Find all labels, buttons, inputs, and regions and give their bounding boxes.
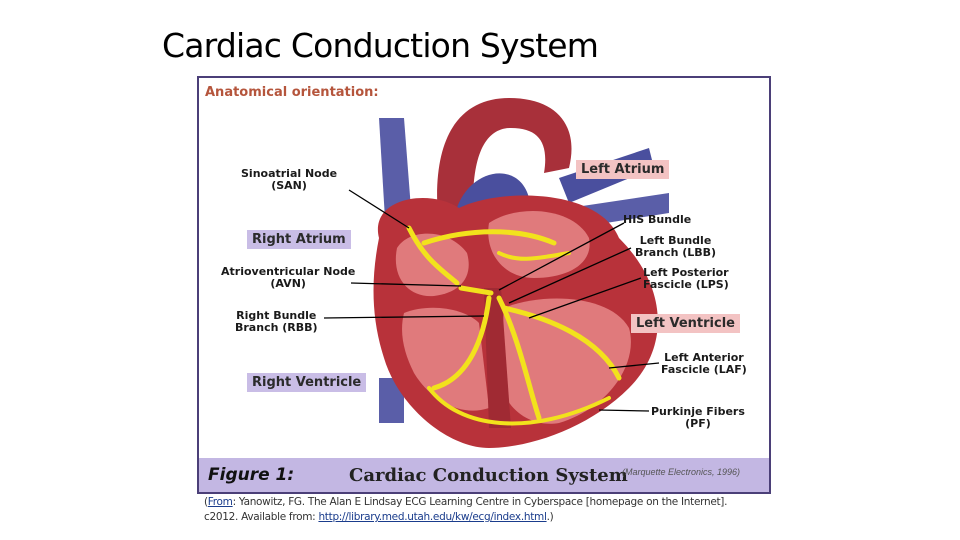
label-pf-line2: (PF) <box>685 417 711 430</box>
figure-caption-bar: Figure 1: Cardiac Conduction System (Mar… <box>199 458 769 492</box>
pointer-laf <box>608 362 660 369</box>
label-his-bundle: HIS Bundle <box>623 213 692 226</box>
orientation-label: Anatomical orientation: <box>205 85 379 100</box>
pointer-lbb <box>508 247 632 304</box>
label-left-anterior-fascicle: Left Anterior Fascicle (LAF) <box>661 352 747 376</box>
figure-caption-title: Cardiac Conduction System <box>349 465 628 486</box>
box-left-ventricle: Left Ventricle <box>631 314 740 333</box>
purkinje-path <box>427 386 611 426</box>
label-avn-line1: Atrioventricular Node <box>221 265 356 278</box>
pointer-san <box>348 189 410 229</box>
pointer-avn <box>350 282 462 287</box>
citation-from-link[interactable]: From <box>207 496 233 508</box>
atrial-pathway-2 <box>421 229 557 246</box>
slide-title: Cardiac Conduction System <box>162 26 599 65</box>
pointer-his <box>498 222 625 291</box>
pointer-lps <box>528 277 642 319</box>
label-left-bundle-branch: Left Bundle Branch (LBB) <box>635 235 716 259</box>
pointer-rbb <box>323 315 485 319</box>
citation-text-2: .) <box>546 511 554 523</box>
label-san-line2: (SAN) <box>271 179 307 192</box>
septum <box>484 288 511 428</box>
atrial-pathway-3 <box>497 251 571 261</box>
label-san-line1: Sinoatrial Node <box>241 167 338 180</box>
citation-url-link[interactable]: http://library.med.utah.edu/kw/ecg/index… <box>318 511 547 523</box>
label-rbb-line1: Right Bundle <box>236 309 317 322</box>
label-lps-line2: Fascicle (LPS) <box>643 278 729 291</box>
label-lps-line1: Left Posterior <box>643 266 729 279</box>
citation-text-1: : Yanowitz, FG. The Alan E Lindsay ECG L… <box>204 496 728 523</box>
heart-figure: Anatomical orientation: Sinoatrial Node … <box>197 76 771 494</box>
label-pf-line1: Purkinje Fibers <box>651 405 745 418</box>
label-left-posterior-fascicle: Left Posterior Fascicle (LPS) <box>643 267 729 291</box>
left-atrium-chamber <box>488 211 590 278</box>
label-laf-line2: Fascicle (LAF) <box>661 363 747 376</box>
inferior-vena-cava <box>379 378 404 423</box>
box-left-atrium: Left Atrium <box>576 160 670 179</box>
his-bundle-path <box>458 285 494 296</box>
label-sinoatrial-node: Sinoatrial Node (SAN) <box>241 168 337 192</box>
label-right-bundle-branch: Right Bundle Branch (RBB) <box>235 310 318 334</box>
heart-illustration <box>323 98 669 448</box>
figure-source: (Marquette Electronics, 1996) <box>622 467 741 477</box>
label-lbb-line2: Branch (LBB) <box>635 246 717 259</box>
label-atrioventricular-node: Atrioventricular Node (AVN) <box>221 266 355 290</box>
box-right-atrium: Right Atrium <box>247 230 351 249</box>
right-ventricle-chamber <box>402 307 489 411</box>
right-bundle-path <box>431 295 492 391</box>
label-laf-line1: Left Anterior <box>664 351 744 364</box>
pointer-pf <box>598 409 650 412</box>
box-right-ventricle: Right Ventricle <box>247 373 367 392</box>
label-lbb-line1: Left Bundle <box>639 234 712 247</box>
citation: (From: Yanowitz, FG. The Alan E Lindsay … <box>204 495 744 525</box>
citation-open-paren: ( <box>204 496 208 508</box>
left-fascicle-path <box>501 305 622 381</box>
label-purkinje-fibers: Purkinje Fibers (PF) <box>651 406 745 430</box>
left-bundle-path <box>496 295 542 421</box>
atrial-pathway-1 <box>406 225 460 286</box>
label-rbb-line2: Branch (RBB) <box>235 321 318 334</box>
label-avn-line2: (AVN) <box>270 277 306 290</box>
figure-number: Figure 1: <box>208 465 295 485</box>
